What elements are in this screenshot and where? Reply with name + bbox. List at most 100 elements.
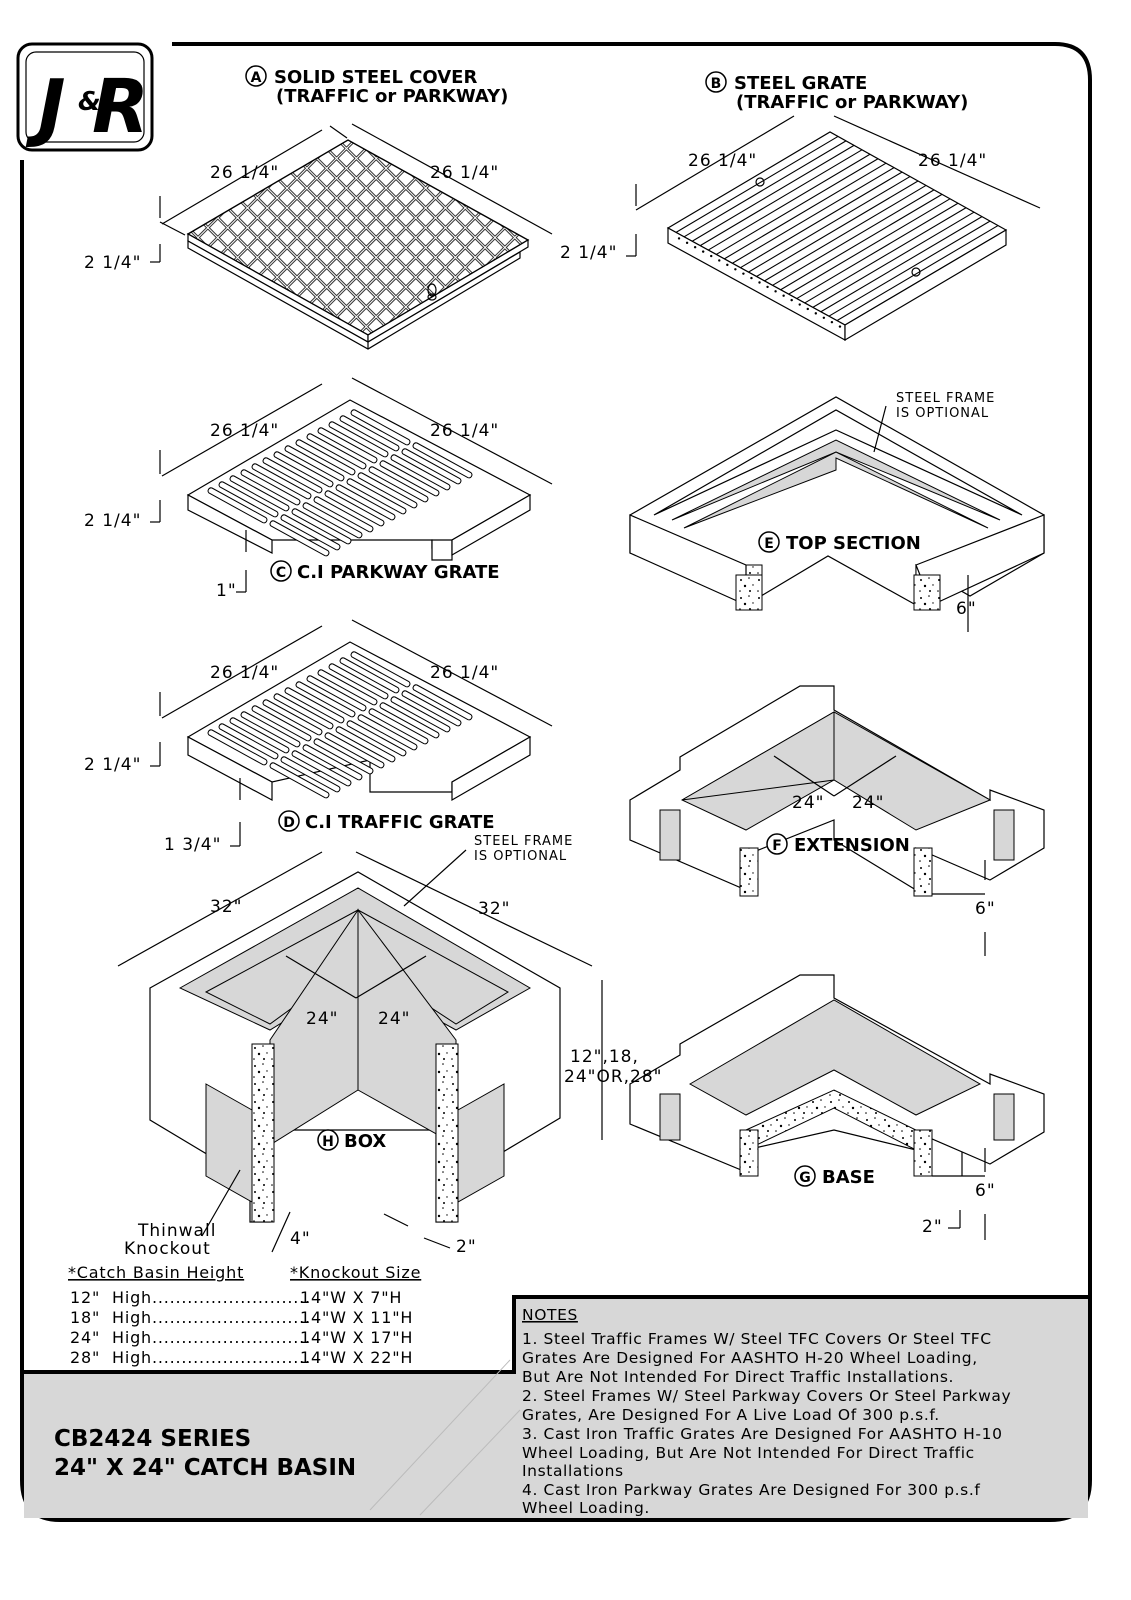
part-d-traffic-grate: 26 1/4" 26 1/4" 2 1/4" 1 3/4" D C.I TRAF…	[84, 619, 553, 855]
grate-slot	[390, 454, 451, 491]
grate-bar-bolt	[701, 250, 705, 253]
grate-slot	[379, 702, 440, 739]
logo-ampersand: &	[78, 87, 101, 117]
part-h-label: BOX	[344, 1131, 386, 1152]
grate-bar	[691, 144, 855, 242]
grate-slot	[368, 466, 429, 503]
h-frame-callout-1: STEEL FRAME	[474, 834, 573, 849]
sheet-border	[20, 42, 1092, 1522]
grate-slot	[207, 729, 268, 766]
table-row-height: 18"	[70, 1308, 100, 1327]
dim-h-outer-1: 32"	[210, 897, 242, 917]
grate-bar	[732, 167, 895, 264]
dim-d-side-1: 26 1/4"	[210, 663, 279, 683]
table-row-size: 14"W X 11"H	[300, 1308, 413, 1327]
part-c-parkway-grate: 26 1/4" 26 1/4" 2 1/4" 1" C C.I PARKWAY …	[84, 377, 553, 601]
grate-slot	[350, 651, 411, 688]
note-line: Grates, Are Designed For A Live Load Of …	[522, 1406, 940, 1424]
e-frame-callout-1: STEEL FRAME	[896, 391, 995, 406]
grate-slot	[269, 762, 330, 799]
dim-b-side-2: 26 1/4"	[918, 151, 987, 171]
table-row-size: 14"W X 7"H	[300, 1288, 402, 1307]
grate-slot	[317, 669, 378, 706]
grate-bar	[836, 225, 999, 322]
part-g-base: G BASE 6" 2"	[629, 974, 1045, 1240]
grate-slot	[295, 439, 356, 476]
grate-bar-bolt	[685, 241, 689, 245]
note-line: But Are Not Intended For Direct Traffic …	[522, 1368, 954, 1386]
dim-b-side-1: 26 1/4"	[688, 151, 757, 171]
part-h-letter: H	[322, 1134, 334, 1150]
grate-bar-bolt	[734, 268, 737, 271]
grate-bar	[764, 184, 927, 282]
grate-slot	[401, 448, 462, 485]
grate-slot	[324, 490, 385, 527]
grate-slot	[335, 484, 396, 521]
grate-bar	[748, 176, 911, 273]
table-row-height: 28"	[70, 1348, 100, 1367]
table-row-label: High...........................	[112, 1328, 311, 1347]
grate-bar-bolt	[814, 312, 818, 315]
dim-f-height: 6"	[975, 899, 996, 919]
dim-c-side-2: 26 1/4"	[430, 421, 499, 441]
grate-slot	[350, 409, 411, 446]
part-d-letter: D	[283, 815, 295, 831]
grate-slot	[240, 469, 301, 506]
part-b-label-line2: (TRAFFIC or PARKWAY)	[736, 92, 968, 113]
dim-c-side-1: 26 1/4"	[210, 421, 279, 441]
thinwall-label-2: Knockout	[124, 1239, 211, 1259]
part-g-letter: G	[799, 1170, 811, 1186]
grate-bar	[756, 180, 919, 277]
part-b-label-line1: STEEL GRATE	[734, 73, 867, 94]
grate-bar-bolt	[718, 259, 721, 262]
grate-slot	[368, 708, 429, 745]
grate-bar-bolt	[710, 254, 713, 258]
grate-slot	[324, 732, 385, 769]
part-a-label-line1: SOLID STEEL COVER	[274, 67, 477, 88]
grate-slot	[339, 657, 400, 694]
grate-slot	[306, 433, 367, 470]
grate-slot	[302, 502, 363, 539]
dim-f-inner-1: 24"	[792, 793, 824, 813]
grate-slot	[379, 460, 440, 497]
grate-slot	[328, 663, 389, 700]
dim-a-side-1: 26 1/4"	[210, 163, 279, 183]
dim-d-lip: 1 3/4"	[164, 835, 221, 855]
grate-bar-bolt	[677, 237, 681, 240]
table-row-size: 14"W X 17"H	[300, 1328, 413, 1347]
grate-slot	[218, 481, 279, 518]
grate-bar	[683, 140, 847, 238]
grate-slot	[284, 445, 345, 482]
series-title: CB2424 SERIES	[54, 1426, 251, 1452]
grate-slot	[262, 699, 323, 736]
grate-slot	[295, 681, 356, 718]
grate-slot	[357, 714, 418, 751]
grate-bar	[707, 153, 871, 251]
grate-bar	[812, 211, 975, 308]
part-a-letter: A	[251, 70, 262, 86]
table-row-height: 12"	[70, 1288, 100, 1307]
grate-slot	[229, 717, 290, 754]
grate-bar-bolt	[830, 320, 834, 324]
grate-slot	[291, 508, 352, 545]
part-f-extension: 24" 24" F EXTENSION 6"	[629, 685, 1045, 956]
grate-slot	[346, 478, 407, 515]
grate-slot	[357, 472, 418, 509]
note-line: Wheel Loading, But Are Not Intended For …	[522, 1444, 975, 1462]
grate-bar	[740, 171, 903, 269]
note-line: Wheel Loading.	[522, 1499, 650, 1517]
dim-e-height: 6"	[956, 599, 977, 619]
grate-bar	[715, 158, 879, 255]
h-frame-callout-2: IS OPTIONAL	[474, 849, 567, 864]
dim-h-inner-1: 24"	[306, 1009, 338, 1029]
grate-slot	[207, 487, 268, 524]
grate-bar	[796, 202, 959, 300]
grate-bar	[724, 162, 887, 260]
dim-c-height: 2 1/4"	[84, 511, 141, 531]
table-header-knockout: *Knockout Size	[290, 1263, 421, 1282]
grate-bar	[699, 149, 863, 247]
grate-bar-bolt	[742, 272, 745, 275]
grate-bar	[780, 193, 943, 291]
dim-h-heights-2: 24"OR,28"	[564, 1067, 663, 1087]
dim-g-floor: 2"	[922, 1217, 943, 1237]
